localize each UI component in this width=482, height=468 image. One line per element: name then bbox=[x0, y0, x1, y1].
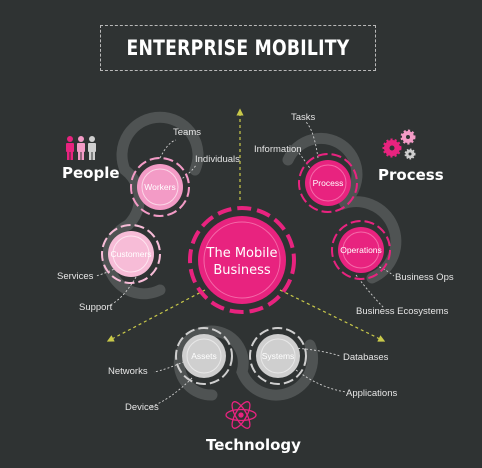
label-databases: Databases bbox=[343, 352, 389, 363]
center-line-2: Business bbox=[213, 263, 271, 278]
label-information: Information bbox=[254, 144, 302, 155]
gears-icon bbox=[382, 129, 416, 160]
workers-node-graphic bbox=[130, 157, 190, 217]
group-people: People bbox=[62, 164, 120, 182]
process-node-graphic bbox=[298, 153, 358, 213]
label-services: Services bbox=[57, 271, 94, 282]
node-workers: Workers bbox=[144, 182, 176, 192]
center-line-1: The Mobile bbox=[206, 246, 278, 261]
direction-arrows bbox=[106, 108, 386, 342]
label-individuals: Individuals bbox=[195, 154, 240, 165]
label-networks: Networks bbox=[108, 366, 148, 377]
title-box: ENTERPRISE MOBILITY bbox=[100, 25, 376, 71]
label-business-ops: Business Ops bbox=[395, 272, 454, 283]
node-operations: Operations bbox=[340, 245, 382, 255]
assets-node-graphic bbox=[175, 327, 233, 385]
node-assets: Assets bbox=[191, 351, 217, 361]
group-technology: Technology bbox=[206, 436, 301, 454]
label-applications: Applications bbox=[346, 388, 398, 399]
group-process: Process bbox=[378, 166, 444, 184]
customers-node-graphic bbox=[101, 224, 161, 284]
label-business-ecosystems: Business Ecosystems bbox=[356, 306, 449, 317]
label-tasks: Tasks bbox=[291, 112, 316, 123]
people-icon bbox=[66, 136, 96, 160]
center-node-label: The Mobile Business bbox=[207, 245, 278, 279]
node-systems: Systems bbox=[261, 351, 295, 361]
node-customers: Customers bbox=[110, 249, 152, 259]
atom-icon bbox=[225, 401, 257, 429]
label-teams: Teams bbox=[173, 127, 201, 138]
label-devices: Devices bbox=[125, 402, 159, 413]
diagram-title: ENTERPRISE MOBILITY bbox=[126, 36, 350, 60]
systems-node-graphic bbox=[249, 327, 307, 385]
label-support: Support bbox=[79, 302, 113, 313]
node-process: Process bbox=[312, 178, 344, 188]
operations-node-graphic bbox=[331, 220, 391, 280]
center-node-graphic bbox=[188, 206, 296, 314]
